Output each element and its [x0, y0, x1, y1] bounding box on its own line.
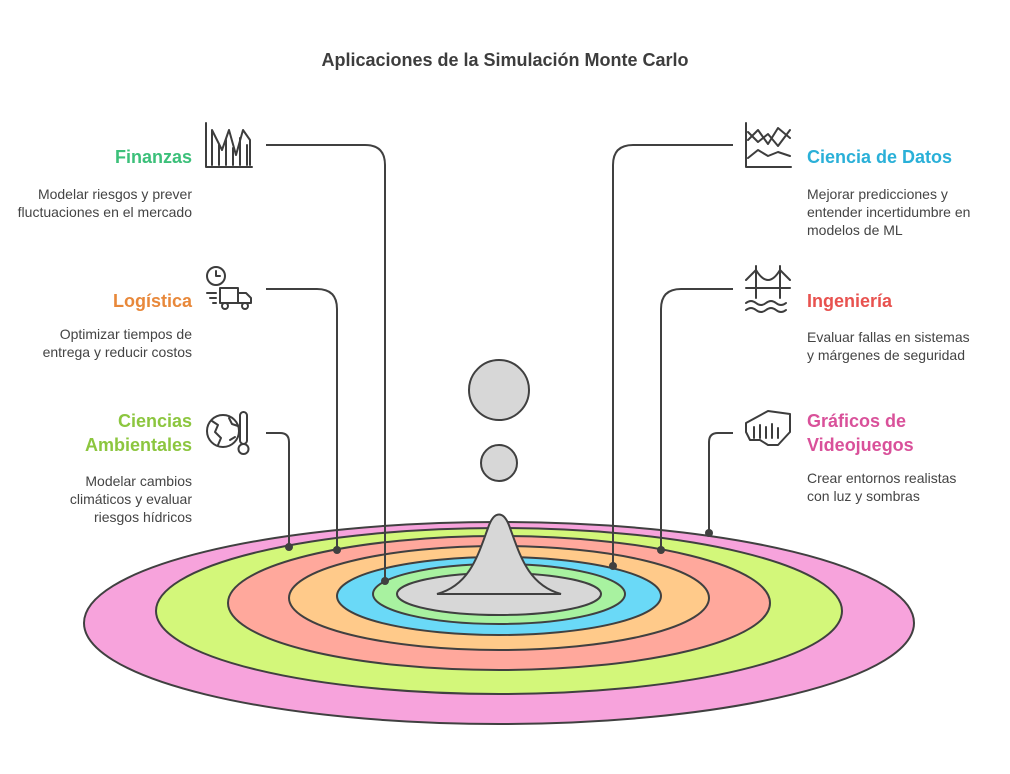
drop-small	[480, 444, 518, 482]
bell-curve-peak	[436, 513, 562, 595]
desc-ciencias-ambientales: Modelar cambios climáticos y evaluar rie…	[69, 473, 192, 525]
desc-ciencia-de-datos: Mejorar predicciones y entender incertid…	[807, 186, 971, 238]
ring-stack	[83, 521, 915, 725]
connector-videojuegos	[708, 432, 733, 533]
heading-finanzas: Finanzas	[114, 147, 192, 167]
drop-large	[468, 359, 530, 421]
globe-thermometer-icon	[206, 411, 250, 455]
connector-ciencias-ambientales	[266, 432, 290, 547]
desc-logistica: Optimizar tiempos de entrega y reducir c…	[42, 326, 192, 360]
desc-ingenieria: Evaluar fallas en sistemas y márgenes de…	[807, 329, 970, 363]
dot-finanzas	[381, 577, 389, 585]
connector-ciencia-de-datos	[612, 144, 733, 566]
delivery-truck-icon	[206, 266, 252, 310]
dot-logistica	[333, 546, 341, 554]
dot-ciencias-ambientales	[285, 543, 293, 551]
connector-ingenieria	[660, 288, 733, 550]
desc-videojuegos: Crear entornos realistas con luz y sombr…	[807, 470, 957, 504]
game-controller-icon	[745, 410, 791, 446]
connector-finanzas	[266, 144, 386, 581]
dot-videojuegos	[705, 529, 713, 537]
bridge-icon	[745, 265, 791, 313]
heading-ingenieria: Ingeniería	[807, 291, 893, 311]
line-chart-icon	[745, 122, 792, 168]
connector-logistica	[266, 288, 338, 550]
heading-ciencia-de-datos: Ciencia de Datos	[807, 147, 953, 167]
desc-finanzas: Modelar riesgos y prever fluctuaciones e…	[17, 186, 192, 220]
heading-videojuegos: Gráficos de Videojuegos	[807, 411, 914, 455]
connector-lines	[266, 144, 733, 581]
heading-ciencias-ambientales: Ciencias Ambientales	[84, 411, 192, 455]
bar-chart-icon	[205, 122, 253, 168]
page-title: Aplicaciones de la Simulación Monte Carl…	[321, 50, 689, 70]
dot-ciencia-de-datos	[609, 562, 617, 570]
connector-dots	[285, 529, 713, 585]
dot-ingenieria	[657, 546, 665, 554]
heading-logistica: Logística	[112, 291, 192, 311]
